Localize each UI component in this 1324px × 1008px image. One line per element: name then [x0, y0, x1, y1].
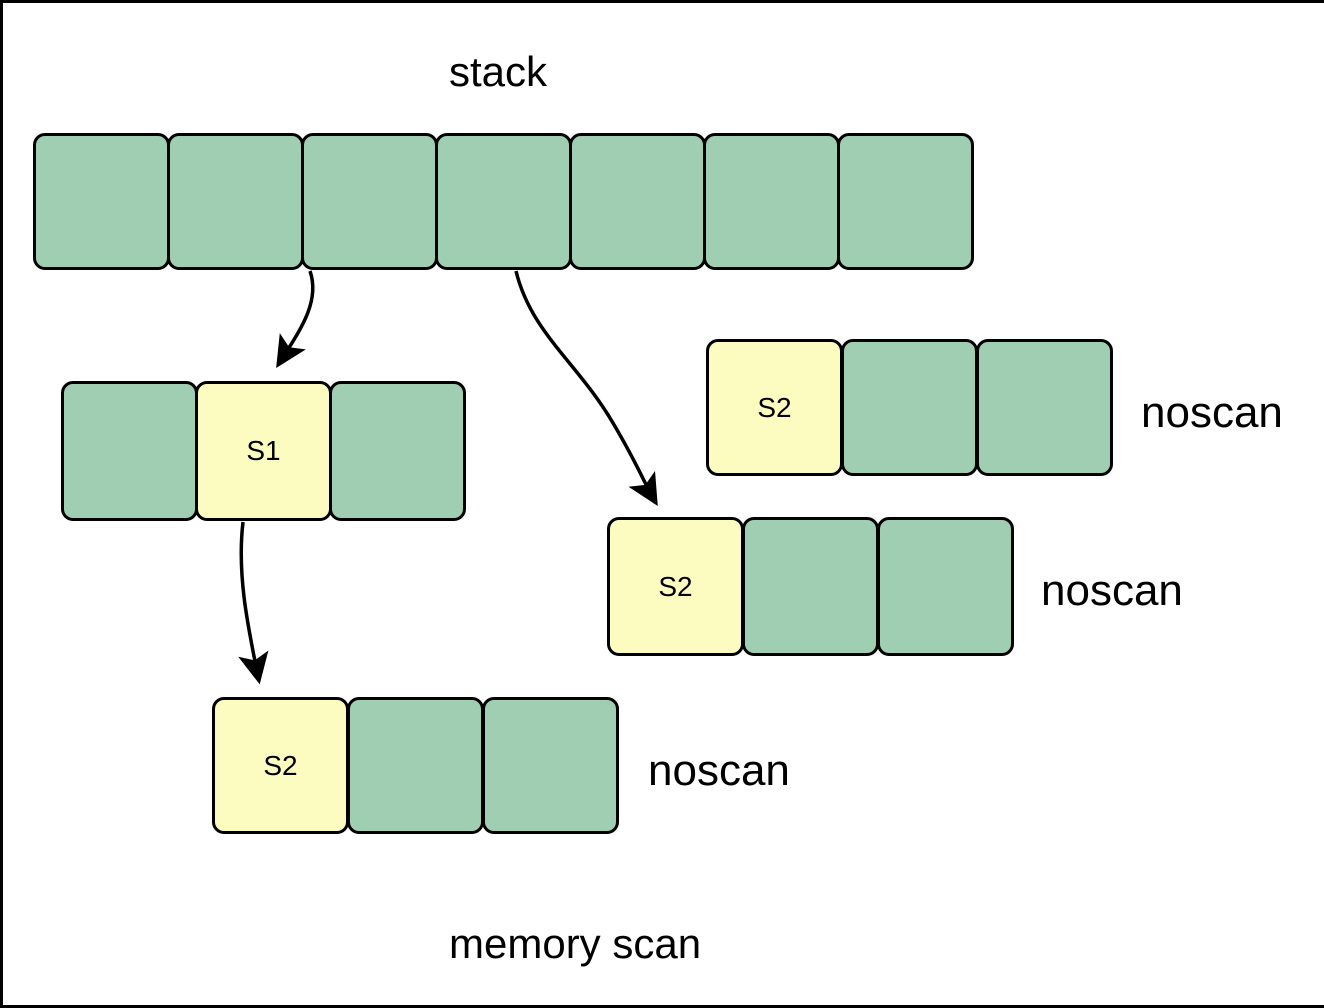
stack-cell-3[interactable] — [301, 133, 438, 270]
stack-cell-1[interactable] — [33, 133, 170, 270]
noscan-top-cell-3[interactable] — [976, 339, 1113, 476]
stack-cell-5[interactable] — [569, 133, 706, 270]
arrow-stack-to-noscan-middle — [514, 270, 658, 507]
stack-cell-7[interactable] — [837, 133, 974, 270]
noscan-middle-cell-1[interactable]: S2 — [607, 517, 744, 656]
noscan-bottom-cell-1[interactable]: S2 — [212, 697, 349, 834]
s1-row-cell-1[interactable] — [61, 381, 198, 521]
noscan-top-s2-label: S2 — [757, 391, 792, 423]
noscan-bottom-cell-3[interactable] — [482, 697, 619, 834]
noscan-top-side-label: noscan — [1141, 388, 1283, 437]
stack-cell-2[interactable] — [167, 133, 304, 270]
noscan-middle-s2-label: S2 — [658, 570, 693, 602]
noscan-top-cell-1[interactable]: S2 — [706, 339, 843, 476]
arrow-s1-to-noscan-bottom — [238, 521, 269, 685]
noscan-top-cell-2[interactable] — [841, 339, 978, 476]
noscan-middle-cell-3[interactable] — [877, 517, 1014, 656]
stack-cell-6[interactable] — [703, 133, 840, 270]
footer-caption: memory scan — [449, 920, 702, 967]
noscan-bottom-side-label: noscan — [648, 746, 790, 795]
noscan-bottom-cell-2[interactable] — [347, 697, 484, 834]
noscan-middle-side-label: noscan — [1041, 566, 1183, 615]
s1-row-cell-3[interactable] — [329, 381, 466, 521]
stack-cell-4[interactable] — [435, 133, 572, 270]
page-title: stack — [449, 48, 548, 95]
noscan-middle-cell-2[interactable] — [742, 517, 879, 656]
s1-label: S1 — [246, 435, 281, 466]
arrow-stack-to-s1 — [276, 270, 315, 368]
s1-row-cell-2[interactable]: S1 — [195, 381, 332, 521]
noscan-bottom-s2-label: S2 — [263, 749, 298, 781]
